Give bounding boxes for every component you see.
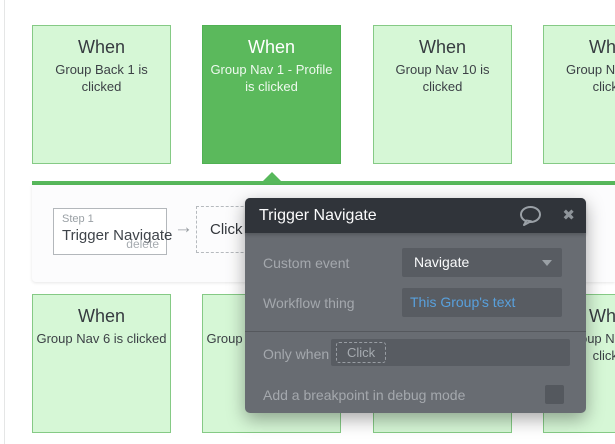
custom-event-label: Custom event (263, 255, 350, 271)
step-delete-link[interactable]: delete (126, 237, 159, 251)
popup-title: Trigger Navigate (259, 207, 377, 224)
step-bar-accent-edge (32, 181, 615, 185)
popup-section-divider (245, 331, 586, 332)
event-card-group-nav-6[interactable]: When Group Nav 6 is clicked (32, 294, 171, 433)
event-card-group-nav-1-profile-selected[interactable]: When Group Nav 1 - Profile is clicked (202, 25, 341, 164)
event-card-group-nav-11[interactable]: When Group Nav 11 is clicked (543, 25, 615, 164)
canvas-left-edge-line (4, 0, 5, 444)
event-card-heading: When (588, 37, 615, 57)
workflow-thing-label: Workflow thing (263, 295, 355, 311)
step-title: Trigger Navigate (62, 227, 173, 244)
comment-bubble-icon[interactable] (519, 206, 542, 231)
chevron-down-icon (542, 260, 552, 266)
breakpoint-label: Add a breakpoint in debug mode (263, 387, 466, 403)
event-card-heading: When (418, 37, 467, 57)
event-card-group-back-1[interactable]: When Group Back 1 is clicked (32, 25, 171, 164)
custom-event-select[interactable]: Navigate (402, 248, 562, 277)
trigger-navigate-popup: Trigger Navigate ✖ Custom event Navigate… (245, 198, 586, 413)
event-card-body: Group Back 1 is clicked (55, 62, 148, 94)
event-card-body: Group Nav 1 - Profile is clicked (210, 62, 333, 94)
event-card-heading: When (77, 37, 126, 57)
event-card-group-nav-10[interactable]: When Group Nav 10 is clicked (373, 25, 512, 164)
event-card-heading: When (588, 306, 615, 326)
only-when-input[interactable]: Click (331, 339, 570, 366)
only-when-label: Only when (263, 346, 330, 362)
event-card-body: Group Nav 10 is clicked (395, 62, 490, 94)
breakpoint-checkbox[interactable] (545, 385, 564, 404)
close-icon[interactable]: ✖ (562, 207, 575, 224)
custom-event-value: Navigate (414, 254, 470, 270)
workflow-thing-value: This Group's text (410, 294, 516, 310)
event-card-heading: When (247, 37, 296, 57)
workflow-thing-field[interactable]: This Group's text (402, 288, 562, 317)
step-arrow-icon: → (174, 217, 193, 238)
popup-header: Trigger Navigate ✖ (245, 198, 586, 233)
step-1-card[interactable]: Step 1 Trigger Navigate delete (53, 208, 172, 255)
only-when-click-placeholder[interactable]: Click (336, 342, 387, 363)
event-card-heading: When (77, 306, 126, 326)
step-number-label: Step 1 (62, 213, 94, 225)
event-card-body: Group Nav 6 is clicked (36, 331, 167, 346)
selected-event-caret (263, 172, 281, 181)
event-card-body: Group Nav 11 is clicked (566, 62, 615, 94)
